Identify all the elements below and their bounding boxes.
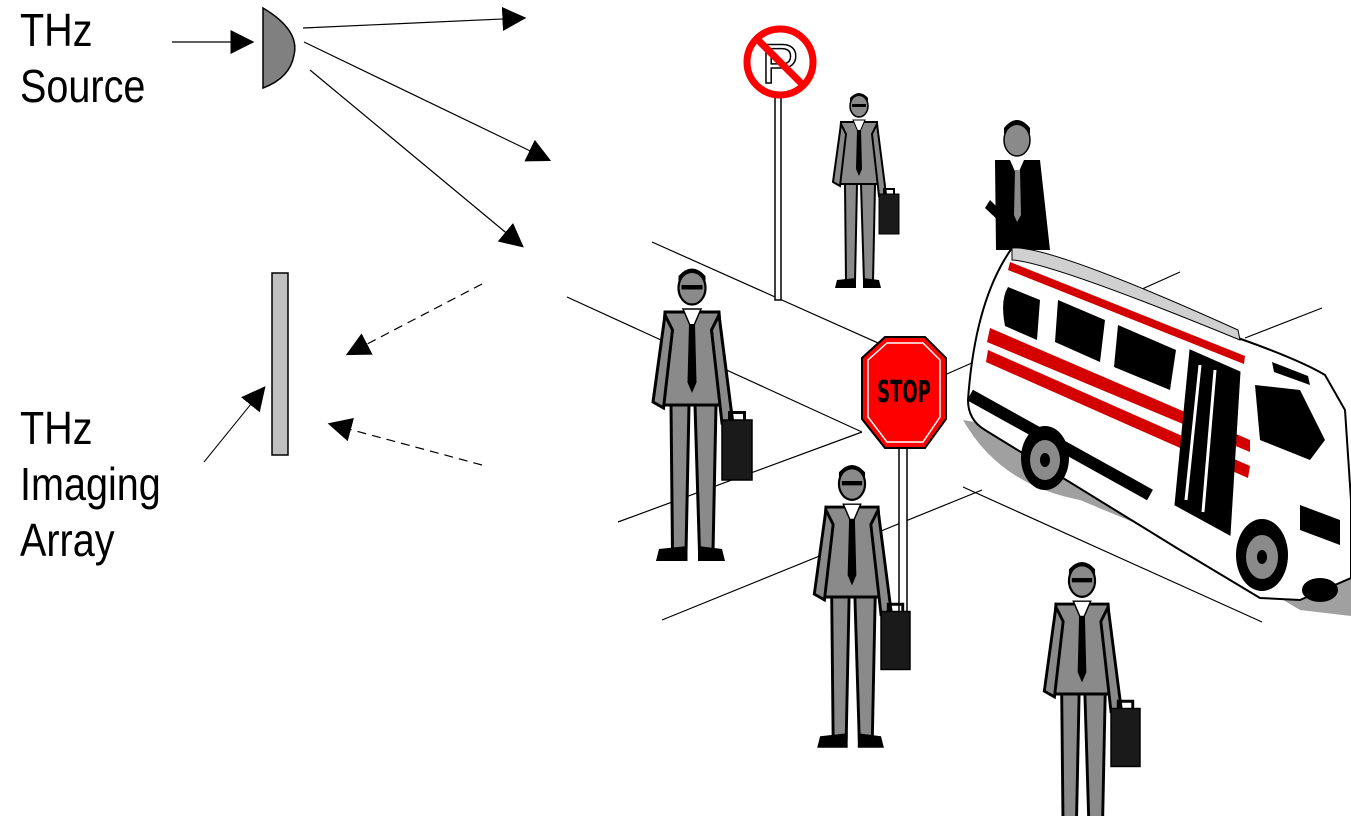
bus xyxy=(963,246,1351,616)
bus-windows xyxy=(1003,287,1176,390)
thz-source-dish xyxy=(262,6,296,90)
array-pointer-arrow xyxy=(203,386,266,463)
reflected-ray-2 xyxy=(327,418,483,466)
source-label-line2: Source xyxy=(20,60,146,112)
person-behind-bus xyxy=(985,120,1050,250)
emitted-ray-2 xyxy=(303,41,552,162)
person-3 xyxy=(812,463,912,750)
no-parking-sign: P xyxy=(743,25,817,301)
person-1 xyxy=(832,92,900,289)
thz-imaging-array xyxy=(271,272,289,456)
bus-wheel-front xyxy=(1236,519,1288,591)
emitted-ray-1 xyxy=(302,6,527,31)
person-2 xyxy=(651,267,754,563)
emitted-ray-3 xyxy=(309,69,524,248)
array-label-line2: Imaging xyxy=(20,458,161,510)
stop-sign: STOP xyxy=(861,336,947,633)
thz-imaging-array-label: THz Imaging Array xyxy=(20,400,161,568)
stop-sign-text: STOP xyxy=(877,374,931,409)
source-label-line1: THz xyxy=(20,4,93,56)
array-label-line3: Array xyxy=(20,514,115,566)
array-label-line1: THz xyxy=(20,402,93,454)
reflected-ray-1 xyxy=(345,283,483,356)
bus-wheel-rear xyxy=(1021,426,1069,490)
thz-source-label: THz Source xyxy=(20,2,145,114)
person-4 xyxy=(1042,560,1142,816)
